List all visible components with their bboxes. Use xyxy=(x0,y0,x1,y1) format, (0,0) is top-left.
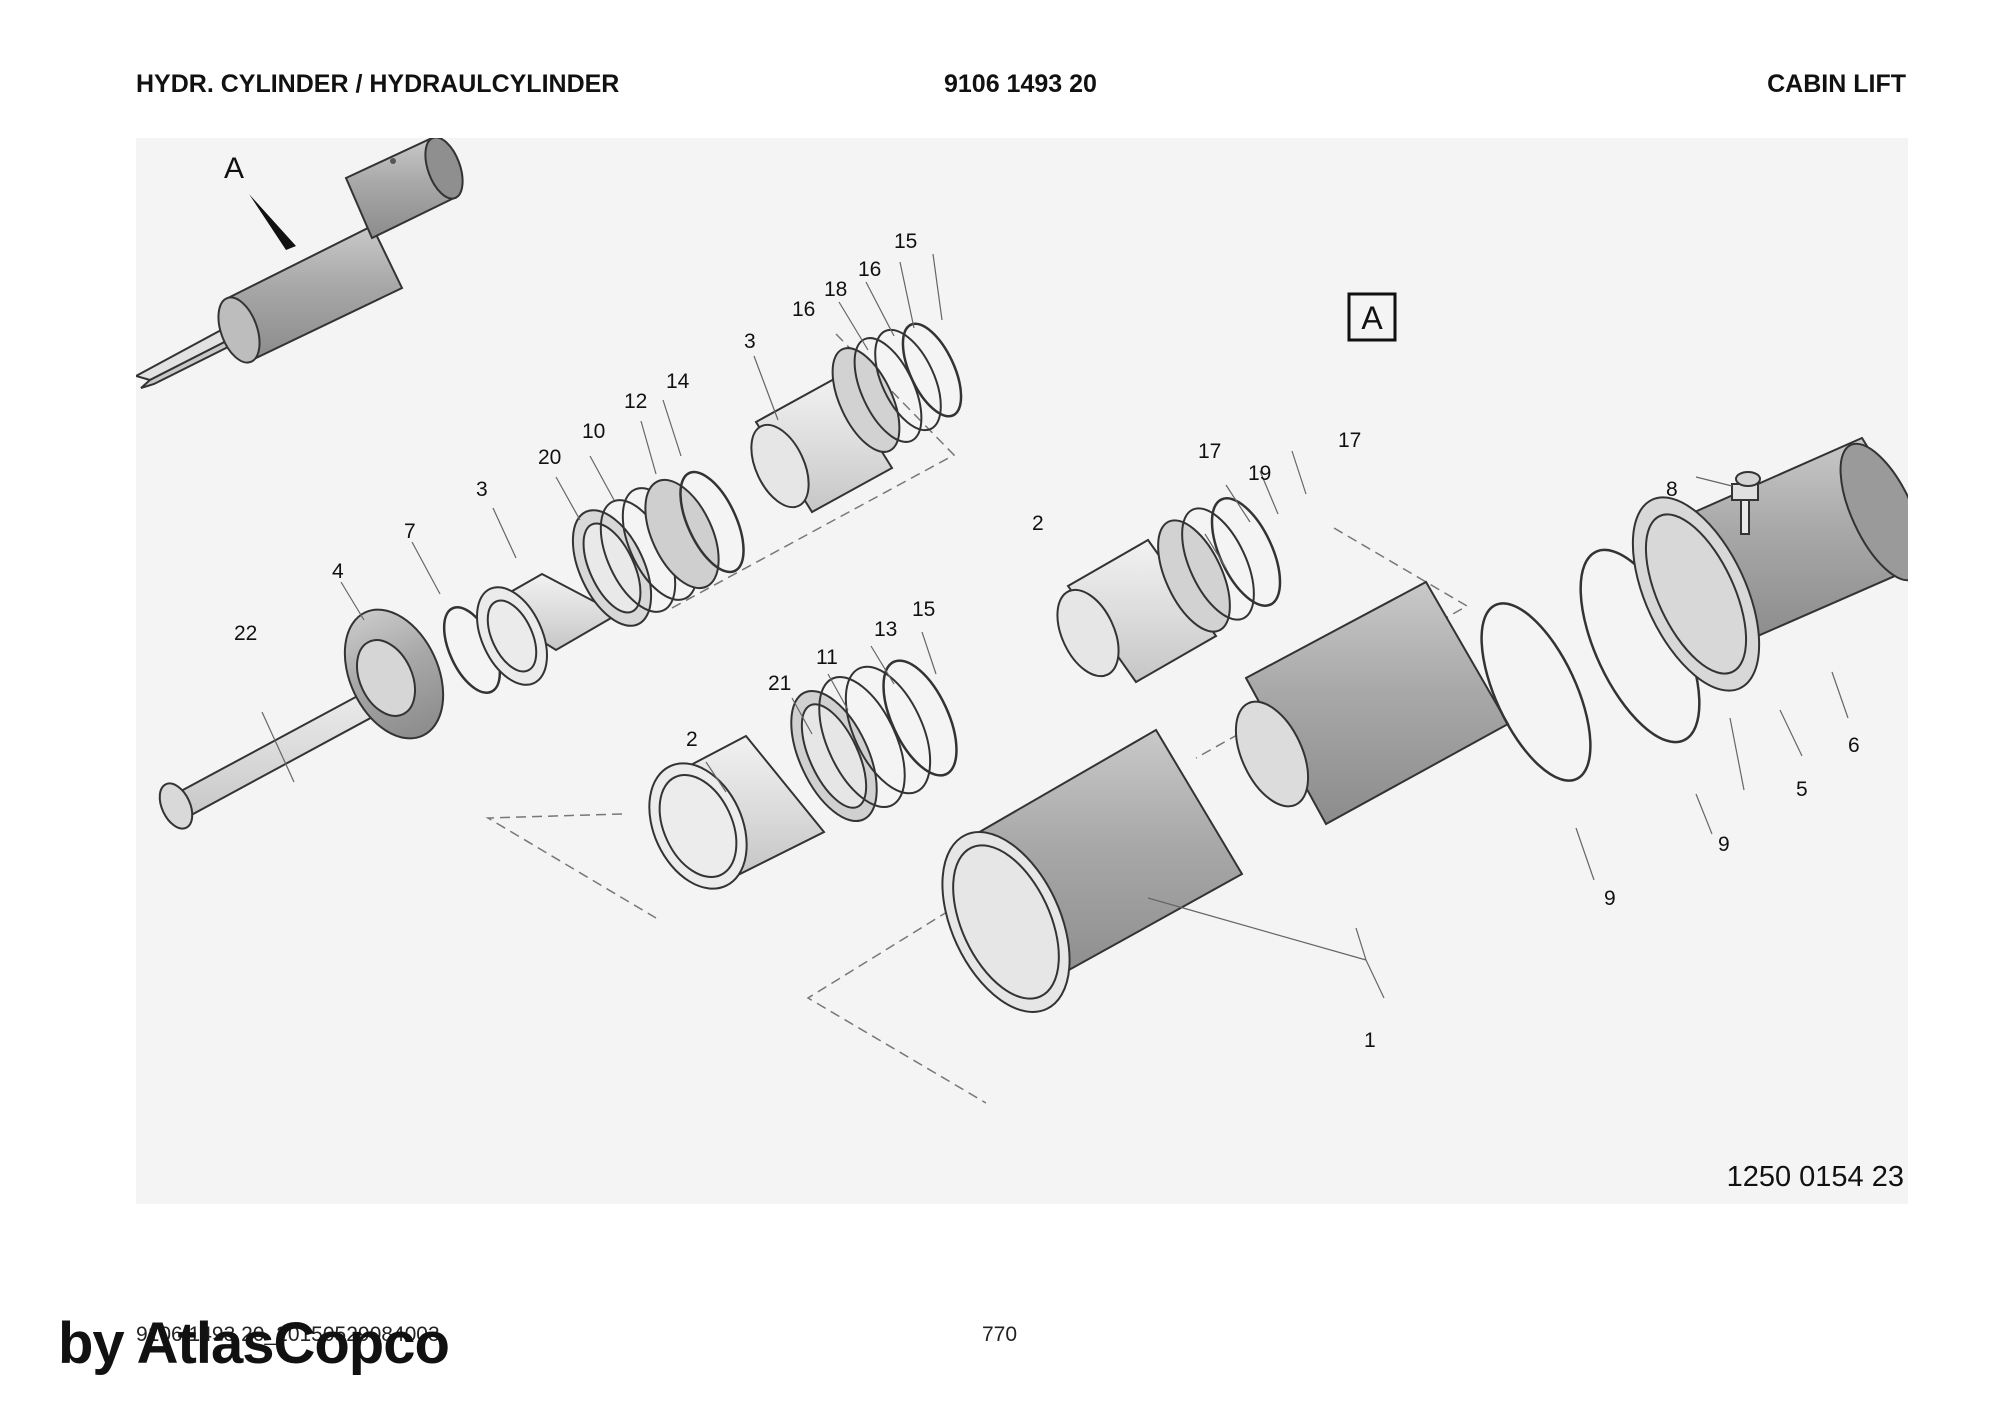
detail-box: A xyxy=(1347,292,1397,342)
callout-6: 6 xyxy=(1848,734,1860,757)
callout-8: 7 xyxy=(404,520,416,543)
page-number: 770 xyxy=(982,1323,1018,1346)
piston-2-right xyxy=(1056,538,1218,684)
callout-2-right: 2 xyxy=(1032,512,1044,535)
exploded-view-svg: A A xyxy=(136,138,1908,1104)
callout-15-a: 15 xyxy=(894,230,917,253)
callout-17-b: 17 xyxy=(1338,429,1361,452)
sleeve-3-upper xyxy=(750,376,894,514)
callout-21: 21 xyxy=(768,672,791,695)
callout-14: 14 xyxy=(666,370,690,393)
callout-9-left: 9 xyxy=(1604,887,1616,910)
callout-10: 10 xyxy=(582,420,605,443)
view-label: A xyxy=(224,152,244,185)
part-number: 9106 1493 20 xyxy=(944,70,1097,98)
callout-16-b: 16 xyxy=(858,258,881,281)
callout-22: 22 xyxy=(234,622,257,645)
detail-box-label: A xyxy=(1361,300,1383,336)
sleeve-3-lower xyxy=(476,572,621,686)
seal-stack-upper xyxy=(571,470,745,627)
view-arrow-icon xyxy=(249,194,296,250)
callout-3-upper: 3 xyxy=(744,330,756,353)
callout-11: 11 xyxy=(816,646,838,669)
end-cap xyxy=(1631,436,1908,692)
callout-3-lower: 3 xyxy=(476,478,488,501)
gland xyxy=(343,608,445,740)
leader-lines xyxy=(261,253,1849,999)
callout-5: 5 xyxy=(1796,778,1808,801)
callout-1: 1 xyxy=(1364,1029,1376,1052)
seal-stack-top xyxy=(831,322,963,453)
assembly-overview xyxy=(136,138,464,389)
callout-20: 20 xyxy=(538,446,561,469)
callout-13: 13 xyxy=(874,618,897,641)
cylinder-tube xyxy=(941,580,1510,1013)
piston-2-lower xyxy=(648,734,826,890)
callout-18: 18 xyxy=(824,278,847,301)
callout-2-lower: 2 xyxy=(686,728,698,751)
document-title: HYDR. CYLINDER / HYDRAULCYLINDER xyxy=(136,70,620,98)
callout-12: 12 xyxy=(624,390,647,413)
callout-16-a: 16 xyxy=(792,298,815,321)
seal-stack-lower xyxy=(790,659,958,823)
brand-watermark: by AtlasCopco xyxy=(58,1311,450,1376)
drawing-number: 1250 0154 23 xyxy=(1726,1161,1904,1193)
callout-4: 4 xyxy=(332,560,344,583)
footer-doc-code: 9106 1493 20_20150529084003 xyxy=(136,1323,440,1346)
callout-labels: 22 4 7 3 20 10 12 14 3 16 18 16 15 17 2 … xyxy=(234,230,1860,1052)
callout-9-right: 9 xyxy=(1718,833,1730,856)
callout-7: 8 xyxy=(1666,478,1678,501)
section-title: CABIN LIFT xyxy=(1767,70,1906,98)
callout-17-a: 17 xyxy=(1198,440,1221,463)
callout-15-b: 15 xyxy=(912,598,935,621)
fitting xyxy=(1731,471,1761,535)
exploded-view-drawing: A A xyxy=(136,138,1908,1204)
callout-19: 19 xyxy=(1248,462,1271,485)
